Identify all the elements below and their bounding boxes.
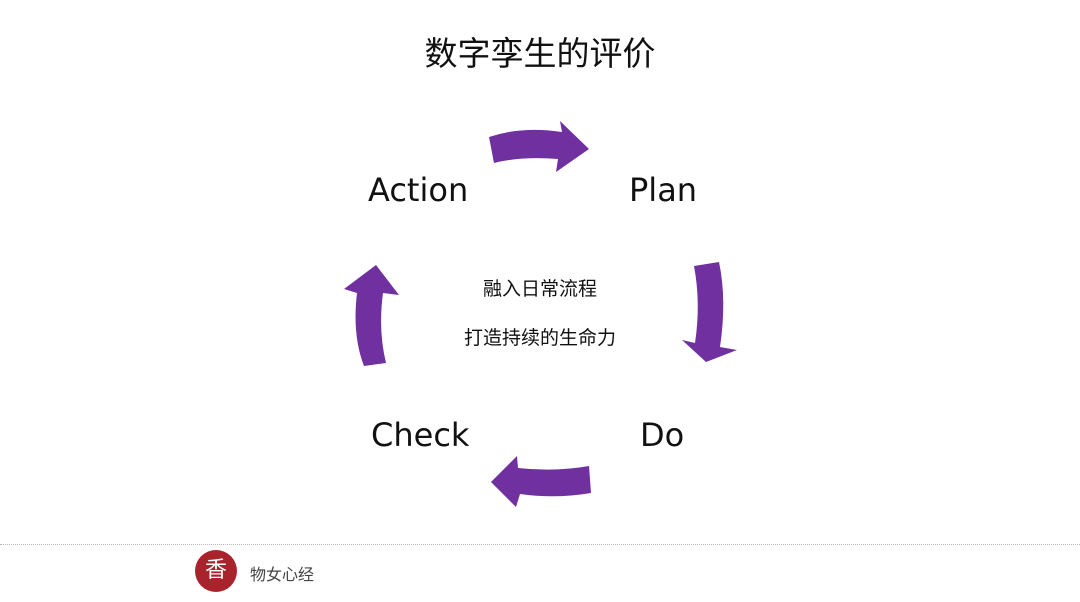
center-text-line-2: 打造持续的生命力: [463, 327, 616, 349]
footer-divider: [0, 544, 1080, 545]
brand-name: 物女心经: [250, 565, 315, 584]
seal-logo: 香: [195, 550, 237, 592]
stage-do: Do: [640, 416, 685, 454]
stage-plan: Plan: [629, 171, 698, 209]
seal-logo-glyph: 香: [204, 558, 227, 583]
arrow-check-to-action: [344, 265, 399, 366]
arrow-action-to-plan: [489, 121, 589, 172]
slide-title: 数字孪生的评价: [424, 34, 656, 73]
arrow-do-to-check: [491, 456, 591, 507]
stage-action: Action: [368, 171, 469, 209]
center-text-line-1: 融入日常流程: [482, 278, 597, 300]
stage-check: Check: [371, 416, 470, 454]
arrow-plan-to-do: [682, 262, 737, 362]
